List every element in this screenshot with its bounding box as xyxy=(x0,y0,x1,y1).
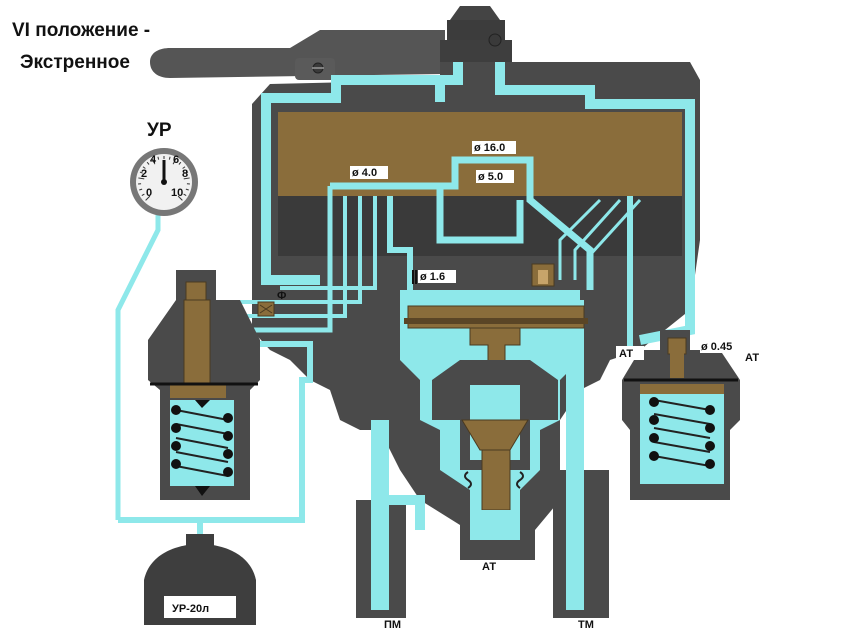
gauge-tick xyxy=(139,188,143,191)
gauge-tick-label: 4 xyxy=(150,154,157,166)
pm-port-label: ПМ xyxy=(384,619,401,631)
gauge-tick xyxy=(178,161,182,165)
gauge-tick xyxy=(142,166,146,169)
at-port-label-left: АТ xyxy=(619,348,633,360)
gauge-label: УР xyxy=(147,120,172,141)
gauge-tick-label: 10 xyxy=(171,187,183,199)
title-line-1: VI положение - xyxy=(12,20,151,41)
gauge-tick xyxy=(157,156,160,160)
equalizing-reservoir: УР-20л xyxy=(144,534,256,625)
gauge-tick xyxy=(172,158,177,165)
right-regulator xyxy=(622,330,740,500)
diameter-5-label: ø 5.0 xyxy=(478,171,503,183)
port-labels: Ф АТ АТ АТ ПМ ТМ xyxy=(277,290,759,631)
filter-label: Ф xyxy=(277,290,286,302)
lower-chamber xyxy=(278,196,682,256)
gauge-tick-marks xyxy=(138,156,190,201)
gauge-tick-label: 0 xyxy=(146,187,152,199)
handle[interactable] xyxy=(150,30,445,80)
dimension-labels: ø 16.0 ø 5.0 ø 4.0 ø 1.6 ø 0.45 xyxy=(350,141,740,353)
tm-port-label: ТМ xyxy=(578,619,594,631)
gauge-tick xyxy=(139,171,143,174)
gauge-tick xyxy=(183,193,187,197)
diameter-4-label: ø 4.0 xyxy=(352,167,377,179)
at-port-label-right: АТ xyxy=(745,352,759,364)
gauge-tick xyxy=(185,171,189,174)
diameter-16-label: ø 16.0 xyxy=(474,142,505,154)
gauge-tick-label: 6 xyxy=(173,154,179,166)
equalizing-piston-chamber xyxy=(400,263,588,540)
gauge-tick xyxy=(141,193,145,197)
pressure-gauge: 0 2 4 6 8 10 УР xyxy=(130,120,198,216)
diameter-0-45-label: ø 0.45 xyxy=(701,341,732,353)
gauge-tick xyxy=(146,161,150,165)
gauge-tick-label: 2 xyxy=(141,168,147,180)
gauge-tick xyxy=(185,188,189,191)
gauge-tick xyxy=(177,195,183,201)
at-port-label-bottom: АТ xyxy=(482,561,496,573)
title-line-2: Экстренное xyxy=(20,52,130,73)
filter-element xyxy=(257,301,275,317)
gauge-tick xyxy=(151,158,156,165)
gauge-tick xyxy=(168,156,171,160)
gauge-tick xyxy=(183,177,190,180)
gauge-tick xyxy=(182,166,186,169)
diameter-1-6-label: ø 1.6 xyxy=(420,271,445,283)
gauge-tick-label: 8 xyxy=(182,168,188,180)
reservoir-label: УР-20л xyxy=(172,603,209,615)
gauge-tick xyxy=(138,177,145,180)
left-regulator xyxy=(148,270,260,500)
gauge-tick xyxy=(145,195,151,201)
